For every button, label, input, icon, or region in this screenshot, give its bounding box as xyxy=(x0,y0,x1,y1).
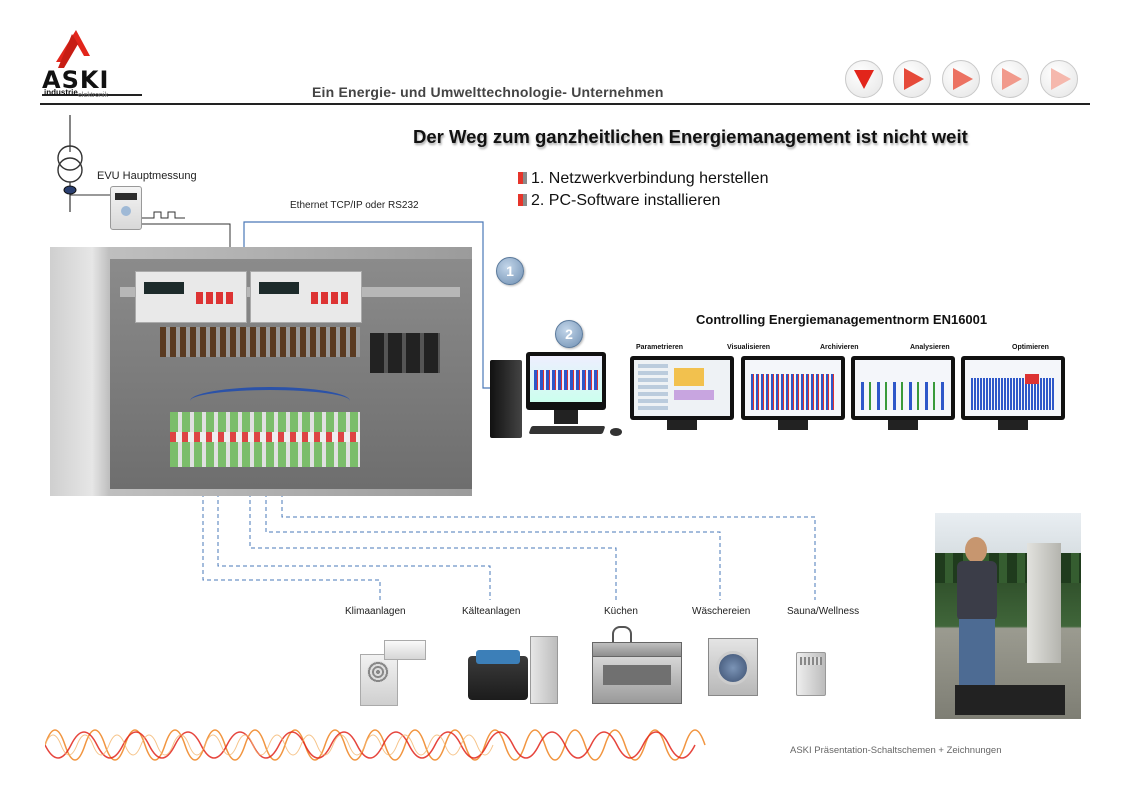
logo-line2: elektronik xyxy=(78,92,108,99)
pc-workstation xyxy=(490,352,630,442)
consumer-lines xyxy=(202,465,816,600)
consumer-label-kaelte: Kälteanlagen xyxy=(462,606,521,617)
bullet-icon xyxy=(518,194,527,206)
label-visualisieren: Visualisieren xyxy=(727,344,771,351)
footer-text: ASKI Präsentation-Schaltschemen + Zeichn… xyxy=(790,745,1002,756)
label-optimieren: Optimieren xyxy=(1012,344,1049,351)
play-right-icon xyxy=(904,68,924,90)
logo-line1: industrie xyxy=(44,88,78,97)
decorative-wave-icon xyxy=(45,729,706,761)
monitor-parametrieren xyxy=(630,356,734,434)
pulse-signal-icon xyxy=(141,211,185,219)
control-cabinet-photo xyxy=(50,247,472,496)
technician-photo xyxy=(935,513,1081,719)
consumer-label-kuechen: Küchen xyxy=(604,606,638,617)
nav-button-next-4[interactable] xyxy=(1040,60,1078,98)
nav-button-down[interactable] xyxy=(845,60,883,98)
nav-button-next-2[interactable] xyxy=(942,60,980,98)
logo-triangle-icon xyxy=(42,30,142,96)
air-conditioner-icon xyxy=(360,640,426,706)
step-2-text: 2. PC-Software installieren xyxy=(531,192,721,209)
monitor-visualisieren xyxy=(741,356,845,434)
controlling-title: Controlling Energiemanagementnorm EN1600… xyxy=(696,312,988,327)
transformer-icon xyxy=(57,115,112,212)
label-analysieren: Analysieren xyxy=(910,344,950,351)
step-2: 2. PC-Software installieren xyxy=(518,192,720,210)
play-right-icon xyxy=(953,68,973,90)
consumer-label-waescherei: Wäschereien xyxy=(692,606,751,617)
marker-2: 2 xyxy=(555,320,583,348)
monitor-archivieren xyxy=(851,356,955,434)
kitchen-range-icon xyxy=(592,626,682,704)
logo-brand: ASKI xyxy=(42,66,110,94)
washing-machine-icon xyxy=(708,638,758,696)
play-right-icon xyxy=(1002,68,1022,90)
aski-logo: ASKI industrie elektronik xyxy=(42,28,152,102)
play-down-icon xyxy=(854,70,874,89)
chiller-icon xyxy=(468,636,558,704)
monitor-analysieren-optimieren xyxy=(961,356,1065,434)
label-archivieren: Archivieren xyxy=(820,344,859,351)
energy-meter-icon xyxy=(110,186,142,230)
controller-unit-1 xyxy=(135,271,247,323)
keyboard-icon xyxy=(528,426,606,434)
sauna-heater-icon xyxy=(796,652,826,696)
header-divider xyxy=(40,103,1090,105)
label-parametrieren: Parametrieren xyxy=(636,344,684,351)
marker-1: 1 xyxy=(496,257,524,285)
bullet-icon xyxy=(518,172,527,184)
meter-label: EVU Hauptmessung xyxy=(97,170,197,182)
nav-button-next-1[interactable] xyxy=(893,60,931,98)
consumer-label-klima: Klimaanlagen xyxy=(345,606,406,617)
tagline: Ein Energie- und Umwelttechnologie- Unte… xyxy=(312,84,664,100)
pc-tower-icon xyxy=(490,360,522,438)
nav-button-next-3[interactable] xyxy=(991,60,1029,98)
ethernet-line xyxy=(243,221,503,389)
pc-monitor-icon xyxy=(526,352,606,410)
play-right-icon xyxy=(1051,68,1071,90)
page-title: Der Weg zum ganzheitlichen Energiemanage… xyxy=(413,126,968,147)
consumer-label-sauna: Sauna/Wellness xyxy=(787,606,860,617)
mouse-icon xyxy=(610,428,622,436)
controller-unit-2 xyxy=(250,271,362,323)
connection-label: Ethernet TCP/IP oder RS232 xyxy=(290,200,419,211)
step-1: 1. Netzwerkverbindung herstellen xyxy=(518,170,768,188)
step-1-text: 1. Netzwerkverbindung herstellen xyxy=(531,170,769,187)
